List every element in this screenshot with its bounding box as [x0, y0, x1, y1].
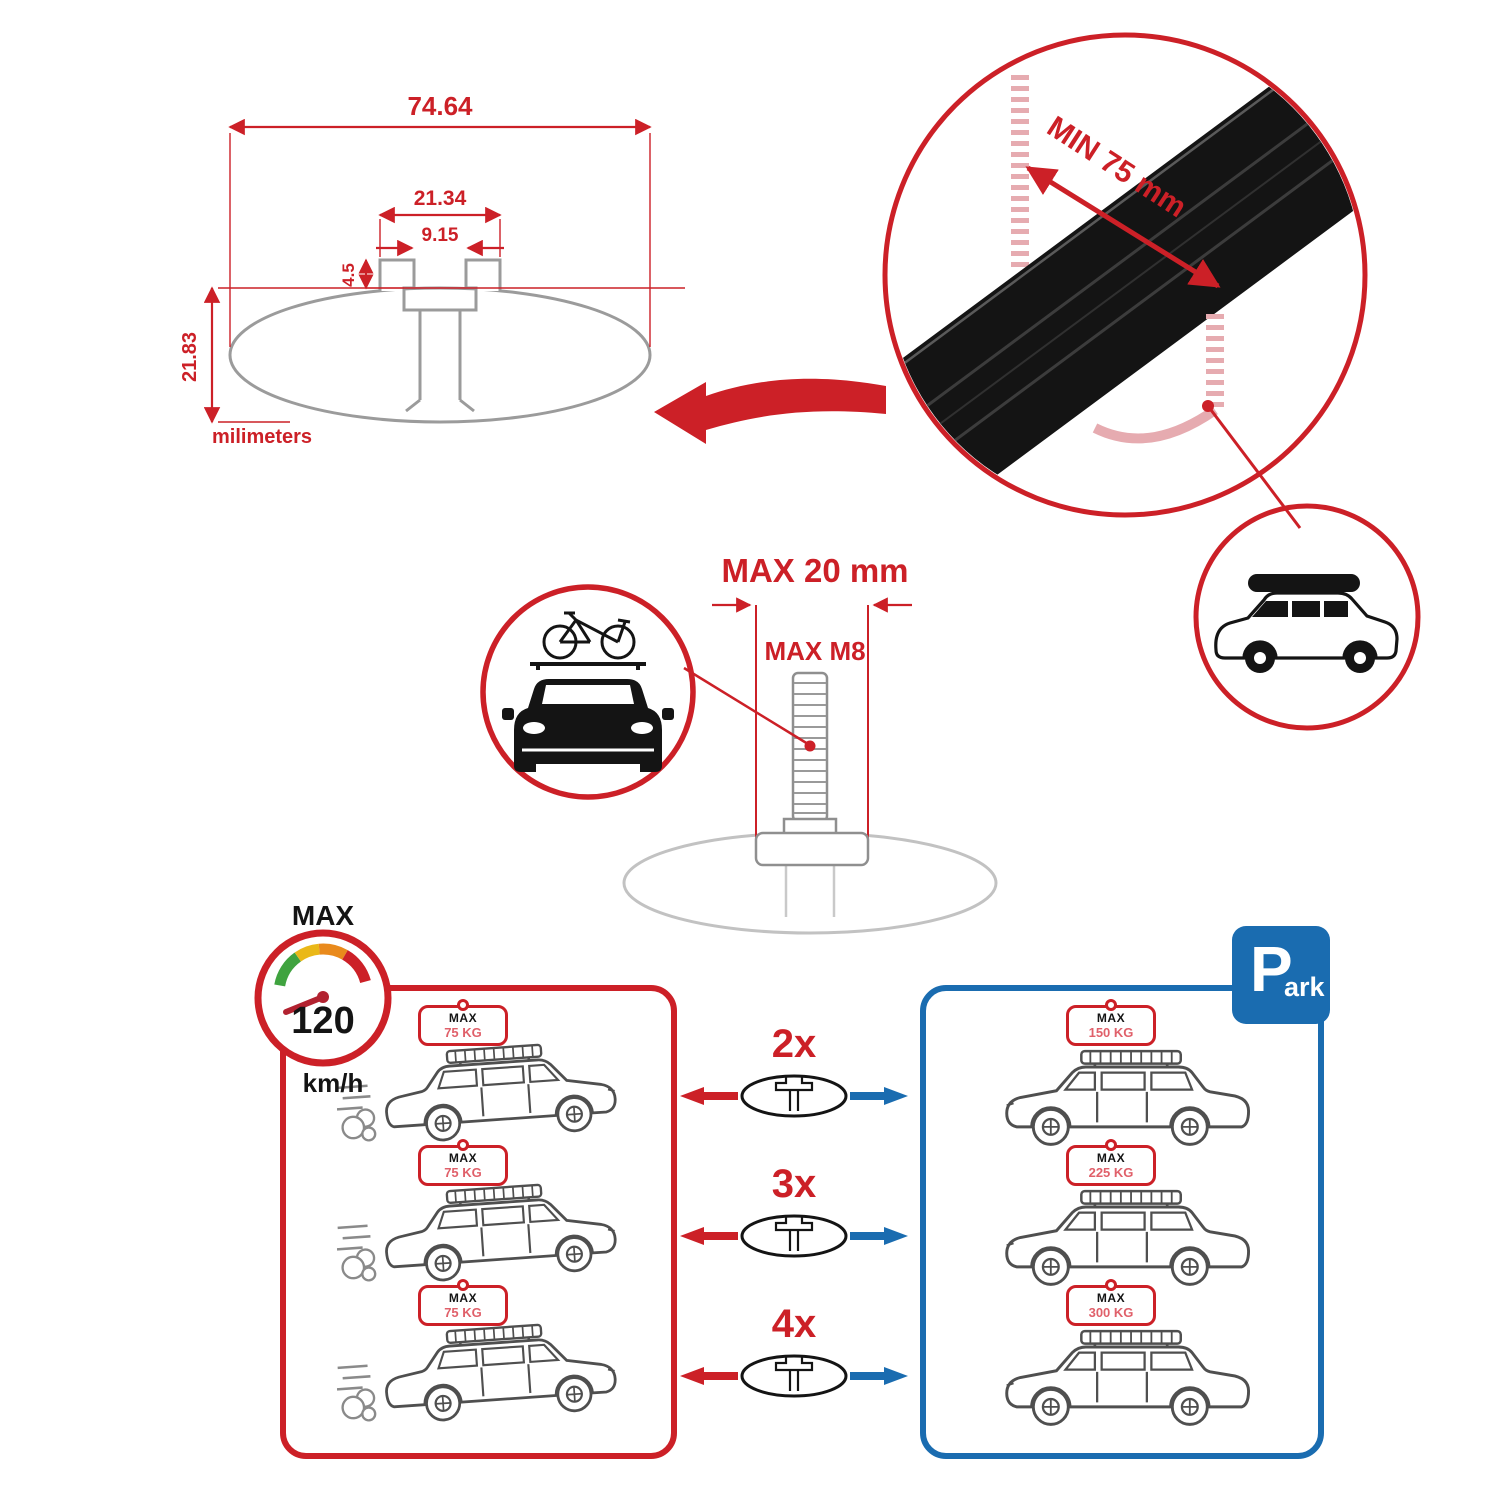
red-arrow-head — [680, 1087, 704, 1105]
crossbar-count-group-3: 4x — [668, 1302, 920, 1411]
hook-icon — [457, 1139, 469, 1151]
count-arrows — [680, 1074, 908, 1118]
callout-dot — [1202, 400, 1214, 412]
min-span-arrow — [1025, 165, 1221, 289]
gauge-green — [274, 952, 302, 987]
suv-window — [1252, 601, 1288, 617]
badge-max-label: MAX — [1096, 1151, 1126, 1165]
car-headlight — [631, 722, 653, 734]
bicycle-icon — [542, 611, 636, 660]
units-label: milimeters — [212, 426, 312, 448]
parking-sign-letter: P — [1250, 933, 1293, 1005]
crossbar-detail-circle: MIN 75 mm — [882, 32, 1368, 518]
car-bike-circle — [480, 584, 696, 800]
t-slot-block — [378, 258, 502, 312]
badge-load-value: 150 KG — [1088, 1025, 1134, 1040]
hook-icon — [457, 999, 469, 1011]
suv-roofbox-circle — [1193, 503, 1421, 731]
gauge-orange — [318, 943, 348, 960]
parking-row-3: MAX 300 KG — [926, 1279, 1318, 1429]
suv-window — [1324, 601, 1348, 617]
roof-load-badge: MAX 75 KG — [418, 1279, 508, 1326]
dim-total-width-label: 74.64 — [407, 91, 473, 121]
car-mirror — [502, 708, 514, 720]
parking-panel: MAX 150 KG MAX 225 KG MAX 300 KG — [920, 985, 1324, 1459]
blue-arrow-head — [884, 1367, 908, 1385]
hook-icon — [1105, 1279, 1117, 1291]
badge-max-label: MAX — [1096, 1291, 1126, 1305]
badge-load-value: 75 KG — [444, 1165, 482, 1180]
car-parked — [986, 1321, 1258, 1434]
speedometer-icon — [254, 929, 392, 1067]
red-arrow-head — [680, 1227, 704, 1245]
gauge-needle — [283, 994, 326, 1015]
driving-panel: MAX 75 KG MAX 75 KG MAX 75 KG — [280, 985, 677, 1459]
speed-max-label: MAX — [291, 900, 355, 931]
roof-load-badge: MAX 150 KG — [1066, 999, 1156, 1046]
suv-wheel-hub — [1254, 652, 1266, 664]
badge-load-value: 300 KG — [1088, 1305, 1134, 1320]
crossbar-cross-section-drawing: 74.64 21.34 9.15 4.5 21.83 milimeters — [179, 91, 685, 448]
blue-arrow-head — [884, 1087, 908, 1105]
blue-arrow-head — [884, 1227, 908, 1245]
badge-max-label: MAX — [1096, 1011, 1126, 1025]
count-arrows — [680, 1354, 908, 1398]
roof-load-badge: MAX 300 KG — [1066, 1279, 1156, 1326]
max-bolt-width-label: MAX 20 mm — [721, 552, 909, 589]
car-parked — [986, 1041, 1258, 1154]
hook-icon — [457, 1279, 469, 1291]
car-parked — [986, 1181, 1258, 1294]
roof-bar-icon — [530, 662, 646, 670]
crossbar-count-group-1: 2x — [668, 1022, 920, 1131]
red-arrow-head — [680, 1367, 704, 1385]
car-mirror — [662, 708, 674, 720]
count-label: 2x — [771, 1022, 817, 1066]
count-label: 4x — [771, 1302, 817, 1346]
gauge-red — [342, 950, 371, 984]
max-thread-label: MAX M8 — [764, 636, 866, 666]
driving-row-1: MAX 75 KG — [286, 999, 671, 1149]
bolt-shaft — [791, 671, 829, 823]
speed-value: 120 — [291, 1000, 355, 1042]
parking-sign-rest: ark — [1284, 972, 1325, 1002]
driving-row-3: MAX 75 KG — [286, 1279, 671, 1429]
dim-height-label: 21.83 — [179, 332, 201, 382]
suv-window — [1292, 601, 1320, 617]
parking-sign: P ark — [1232, 926, 1330, 1024]
bolt-threads — [794, 682, 826, 814]
car-moving — [333, 1309, 640, 1437]
badge-load-value: 75 KG — [444, 1025, 482, 1040]
badge-max-label: MAX — [448, 1011, 478, 1025]
hook-icon — [1105, 1139, 1117, 1151]
badge-max-label: MAX — [448, 1151, 478, 1165]
parking-row-2: MAX 225 KG — [926, 1139, 1318, 1289]
car-windshield — [542, 685, 634, 704]
dim-slot-opening-label: 9.15 — [422, 225, 459, 246]
dim-lip-depth-label: 4.5 — [339, 263, 358, 287]
driving-row-2: MAX 75 KG — [286, 1139, 671, 1289]
count-label: 3x — [771, 1162, 817, 1206]
crossbar-count-group-2: 3x — [668, 1162, 920, 1271]
roof-load-badge: MAX 75 KG — [418, 1139, 508, 1186]
suv-wheel-hub — [1354, 652, 1366, 664]
speed-unit: km/h — [302, 1068, 364, 1098]
parking-row-1: MAX 150 KG — [926, 999, 1318, 1149]
roof-box-icon — [1248, 574, 1360, 592]
count-arrows — [680, 1214, 908, 1258]
gauge-yellow — [294, 943, 320, 962]
car-headlight — [523, 722, 545, 734]
roof-load-badge: MAX 75 KG — [418, 999, 508, 1046]
dim-slot-outer-label: 21.34 — [414, 187, 467, 210]
badge-load-value: 75 KG — [444, 1305, 482, 1320]
faint-profile-stem — [784, 865, 836, 917]
badge-max-label: MAX — [448, 1291, 478, 1305]
t-slot-stem — [405, 310, 475, 413]
roof-load-badge: MAX 225 KG — [1066, 1139, 1156, 1186]
car-moving — [333, 1169, 640, 1297]
bolt-t-head — [754, 831, 870, 867]
u-bolt-curve-icon — [1092, 405, 1218, 444]
hook-icon — [1105, 999, 1117, 1011]
gauge-pivot — [317, 991, 329, 1003]
badge-load-value: 225 KG — [1088, 1165, 1134, 1180]
